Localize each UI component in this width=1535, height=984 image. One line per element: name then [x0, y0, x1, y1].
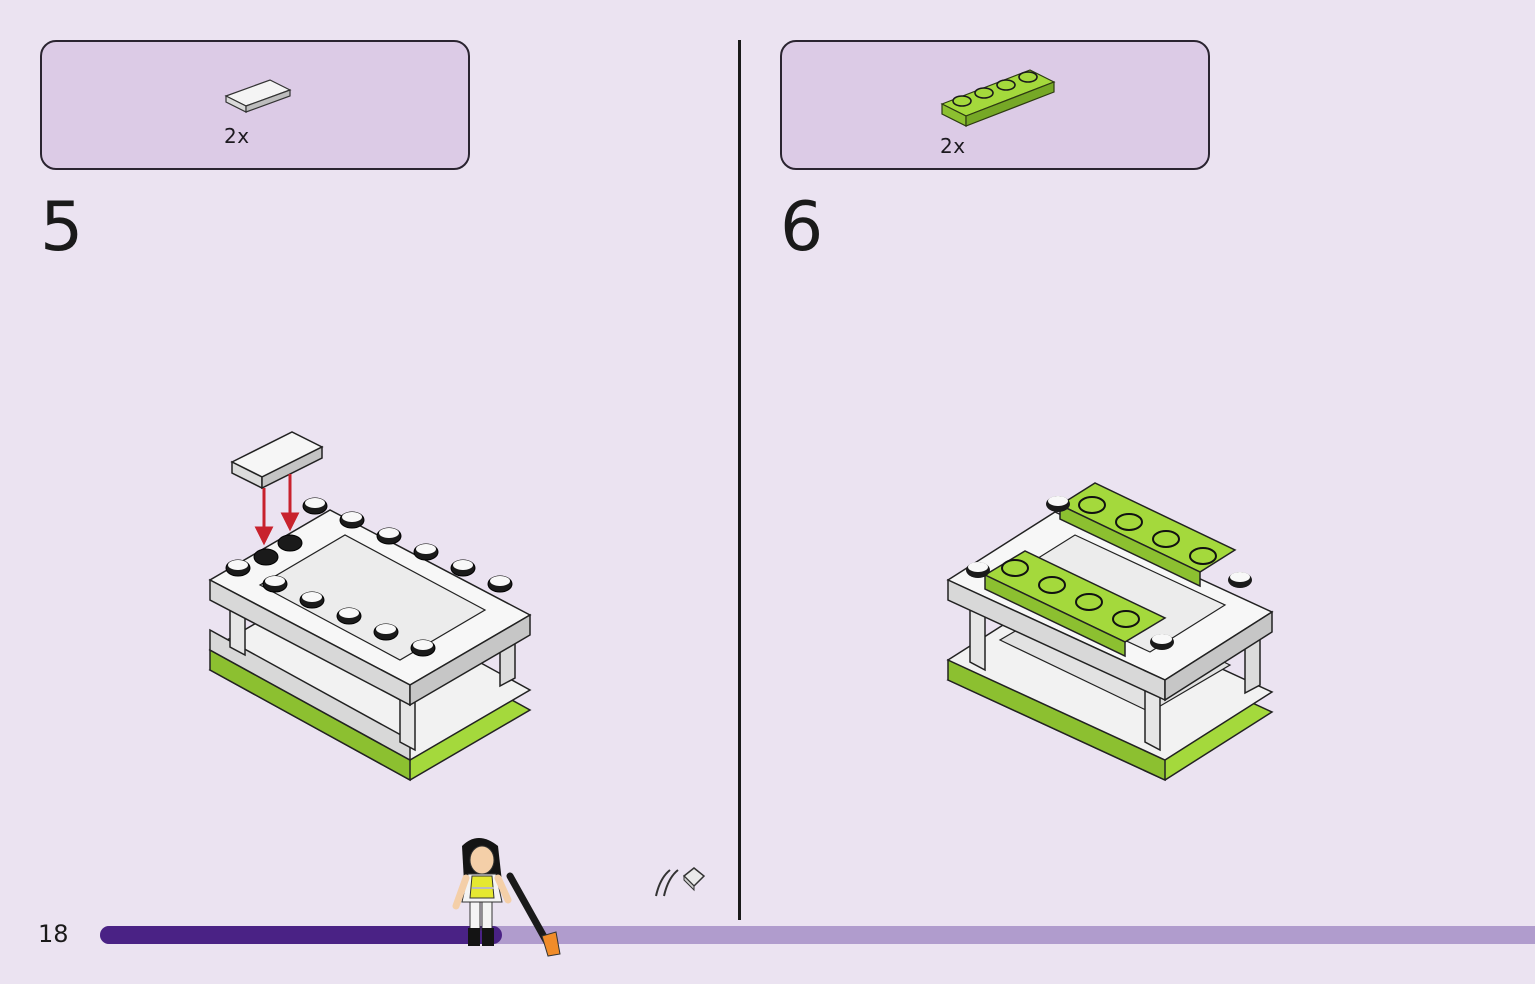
part-quantity: 2x — [940, 134, 966, 158]
minifigure-icon — [452, 838, 561, 957]
lime-plate-1x4-icon — [940, 69, 1056, 127]
page-divider — [738, 40, 741, 920]
progress-track — [100, 926, 1535, 944]
step-6-build-illustration — [946, 482, 1274, 782]
step-5-build-illustration — [208, 431, 532, 782]
step-number-6: 6 — [780, 188, 824, 267]
parts-callout-step-5: 2x — [40, 40, 470, 170]
part-quantity: 2x — [224, 124, 250, 148]
page-number: 18 — [38, 920, 69, 948]
step-number-5: 5 — [40, 188, 84, 267]
progress-fill — [100, 926, 502, 944]
small-brick-icon — [655, 867, 706, 897]
white-tile-1x2-icon — [224, 79, 292, 113]
parts-callout-step-6: 2x — [780, 40, 1210, 170]
